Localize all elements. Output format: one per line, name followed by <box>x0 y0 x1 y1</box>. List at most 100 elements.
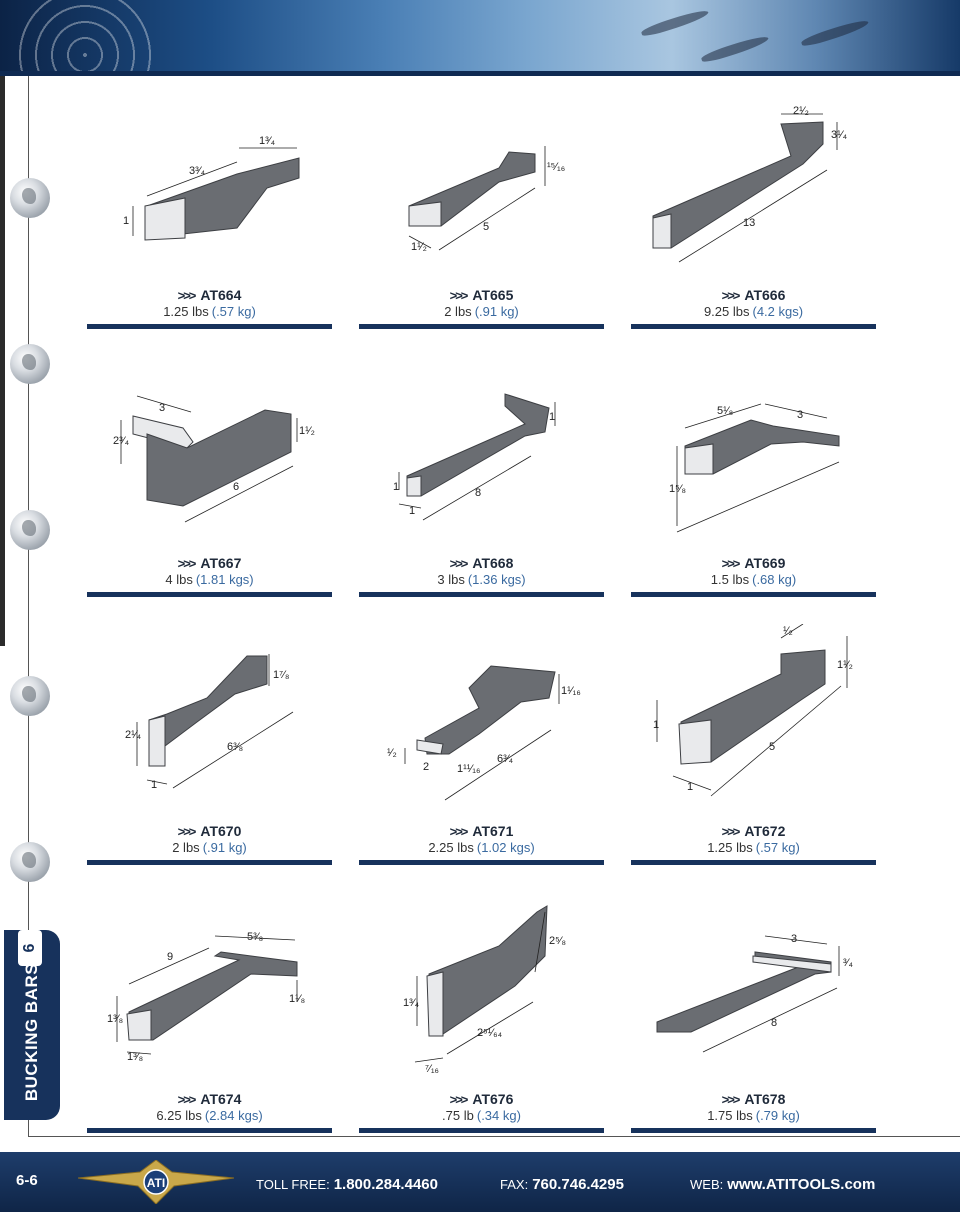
radar-graphic <box>10 0 160 76</box>
dimension-length: 6³⁄₄ <box>497 753 514 765</box>
dimension-width: 1 <box>409 505 415 517</box>
chevron-icon: >>> <box>449 288 469 303</box>
section-label: BUCKING BARS <box>22 962 41 1102</box>
dimension-height: 1¹⁄₂ <box>411 241 427 253</box>
product-name: >>>AT665 <box>449 287 514 303</box>
product-name: >>>AT672 <box>721 823 786 839</box>
product-weight: 2 lbs(.91 kg) <box>444 304 519 319</box>
dimension-width: 1¹⁄₂ <box>299 425 315 437</box>
product-rule <box>631 324 876 329</box>
product-rule <box>359 860 604 865</box>
product-rule <box>359 324 604 329</box>
margin-line <box>28 76 29 1136</box>
dimension-head: 1¹⁄₂ <box>837 659 853 671</box>
globe-icon <box>10 344 50 384</box>
product-rule <box>631 592 876 597</box>
toll-free-number: 1.800.284.4460 <box>333 1176 438 1193</box>
chevron-icon: >>> <box>721 288 741 303</box>
fax-info: FAX:760.746.4295 <box>500 1176 624 1193</box>
toll-free-info: TOLL FREE:1.800.284.4460 <box>256 1176 438 1193</box>
product-name: >>>AT671 <box>449 823 514 839</box>
product-name: >>>AT667 <box>177 555 242 571</box>
page-number: 6-6 <box>16 1172 38 1189</box>
dimension-length: 3³⁄₄ <box>189 165 206 177</box>
dimension-width: ⁷⁄₁₆ <box>425 1063 439 1075</box>
fax-number: 760.746.4295 <box>532 1176 624 1193</box>
dimension-length: 6³⁄₈ <box>227 741 243 753</box>
dimension-length: 2⁵¹⁄₆₄ <box>477 1027 503 1039</box>
chevron-icon: >>> <box>449 824 469 839</box>
jet-graphic <box>640 7 710 39</box>
left-rail <box>0 76 5 646</box>
dimension-length: 3 <box>159 402 165 414</box>
product-AT669[interactable]: 5¹⁄₈ 3 1⁵⁄₈ >>>AT669 1.5 lbs(.68 kg) <box>631 356 876 606</box>
product-rule <box>87 324 332 329</box>
product-name: >>>AT666 <box>721 287 786 303</box>
bucking-bar-diagram: 3 ³⁄₄ 8 <box>656 933 854 1053</box>
chevron-icon: >>> <box>177 824 197 839</box>
dimension-tip: ¹⁄₂ <box>387 747 397 759</box>
product-weight: 2.25 lbs(1.02 kgs) <box>428 840 535 855</box>
product-weight: .75 lb(.34 kg) <box>442 1108 521 1123</box>
globe-icon <box>10 842 50 882</box>
dimension-width: ¹⁵⁄₁₆ <box>547 161 565 173</box>
bucking-bar-diagram: 5 ¹⁵⁄₁₆ 1¹⁄₂ <box>408 146 565 253</box>
svg-text:ATI: ATI <box>147 1176 165 1190</box>
dimension-head: 1⁷⁄₈ <box>273 669 290 681</box>
dimension-length: 5 <box>483 221 489 233</box>
product-name: >>>AT676 <box>449 1091 514 1107</box>
bucking-bar-diagram: 3³⁄₄ 1³⁄₄ 1 <box>123 135 300 241</box>
product-AT674[interactable]: 9 5³⁄₈ 1¹⁄₈ 1³⁄₈ 1³⁄₈ >>>AT674 6.25 lbs(… <box>87 892 332 1142</box>
product-AT664[interactable]: 3³⁄₄ 1³⁄₄ 1 >>>AT664 1.25 lbs(.57 kg) <box>87 88 332 338</box>
dimension-length: 8 <box>771 1017 777 1029</box>
product-weight: 6.25 lbs(2.84 kgs) <box>156 1108 263 1123</box>
dimension-width: 1³⁄₄ <box>259 135 276 147</box>
header-banner <box>0 0 960 76</box>
bucking-bar-diagram: 13 2¹⁄₂ 3¹⁄₄ <box>652 105 848 263</box>
product-name: >>>AT664 <box>177 287 242 303</box>
product-AT671[interactable]: 6³⁄₄ 1¹⁄₁₆ 2 1¹¹⁄₁₆ ¹⁄₂ >>>AT671 2.25 lb… <box>359 624 604 874</box>
product-weight: 1.5 lbs(.68 kg) <box>710 572 797 587</box>
product-AT678[interactable]: 3 ³⁄₄ 8 >>>AT678 1.75 lbs(.79 kg) <box>631 892 876 1142</box>
product-AT667[interactable]: 3 2³⁄₄ 1¹⁄₂ 6 >>>AT667 4 lbs(1.81 kgs) <box>87 356 332 606</box>
dimension-height: 3¹⁄₄ <box>831 129 848 141</box>
product-rule <box>631 1128 876 1133</box>
dimension-height: 2³⁄₄ <box>113 435 130 447</box>
chevron-icon: >>> <box>721 824 741 839</box>
dimension-length: 9 <box>167 951 173 963</box>
chevron-icon: >>> <box>177 556 197 571</box>
dimension-top: ¹⁄₂ <box>783 625 793 637</box>
dimension-length: 13 <box>743 217 755 229</box>
chevron-icon: >>> <box>449 1092 469 1107</box>
product-weight: 2 lbs(.91 kg) <box>172 840 247 855</box>
product-AT672[interactable]: 5 ¹⁄₂ 1¹⁄₂ 1 1 >>>AT672 1.25 lbs(.57 kg) <box>631 624 876 874</box>
bucking-bar-diagram: 2⁵⁄₈ 1³⁄₄ 2⁵¹⁄₆₄ ⁷⁄₁₆ <box>403 905 566 1075</box>
dimension-head: 1 <box>549 411 555 423</box>
web-info: WEB:www.ATITOOLS.com <box>690 1176 876 1193</box>
product-weight: 9.25 lbs(4.2 kgs) <box>703 304 804 319</box>
dimension-neck: 1¹¹⁄₁₆ <box>457 763 480 775</box>
bucking-bar-diagram: 9 5³⁄₈ 1¹⁄₈ 1³⁄₈ 1³⁄₈ <box>107 931 305 1063</box>
web-link[interactable]: www.ATITOOLS.com <box>727 1176 876 1193</box>
product-AT665[interactable]: 5 ¹⁵⁄₁₆ 1¹⁄₂ >>>AT665 2 lbs(.91 kg) <box>359 88 604 338</box>
dimension-width: 1 <box>151 779 157 791</box>
product-weight: 1.25 lbs(.57 kg) <box>707 840 800 855</box>
dimension-length: 8 <box>475 487 481 499</box>
dimension-height: 2¹⁄₄ <box>125 729 142 741</box>
product-AT676[interactable]: 2⁵⁄₈ 1³⁄₄ 2⁵¹⁄₆₄ ⁷⁄₁₆ >>>AT676 .75 lb(.3… <box>359 892 604 1142</box>
product-weight: 1.25 lbs(.57 kg) <box>163 304 256 319</box>
product-AT670[interactable]: 6³⁄₈ 2¹⁄₄ 1⁷⁄₈ 1 >>>AT670 2 lbs(.91 kg) <box>87 624 332 874</box>
product-rule <box>87 592 332 597</box>
bucking-bar-diagram: 5 ¹⁄₂ 1¹⁄₂ 1 1 <box>653 624 853 797</box>
dimension-height: 1 <box>653 719 659 731</box>
section-tab: 6 BUCKING BARS <box>4 930 60 1120</box>
product-rule <box>631 860 876 865</box>
dimension-height: 1³⁄₈ <box>107 1013 123 1025</box>
chevron-icon: >>> <box>177 288 197 303</box>
dimension-height: 1 <box>393 481 399 493</box>
product-AT668[interactable]: 8 1 1 1 >>>AT668 3 lbs(1.36 kgs) <box>359 356 604 606</box>
bucking-bar-diagram: 6³⁄₄ 1¹⁄₁₆ 2 1¹¹⁄₁₆ ¹⁄₂ <box>387 665 581 801</box>
chevron-icon: >>> <box>721 1092 741 1107</box>
product-AT666[interactable]: 13 2¹⁄₂ 3¹⁄₄ >>>AT666 9.25 lbs(4.2 kgs) <box>631 88 876 338</box>
dimension-width: 1³⁄₈ <box>127 1051 143 1063</box>
